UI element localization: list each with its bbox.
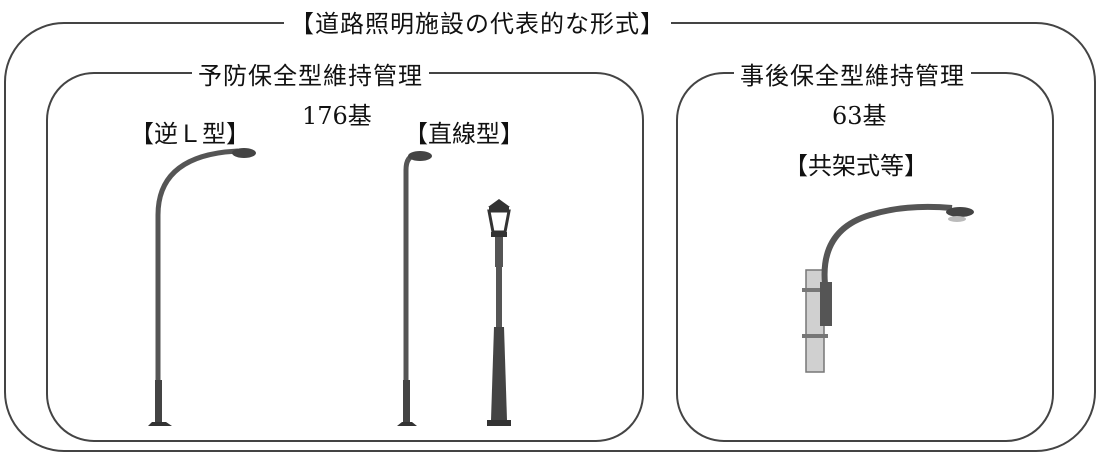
shared-mount-streetlight-icon <box>802 203 974 373</box>
straight-streetlight-icon <box>397 151 432 426</box>
shared-mount-type-label: 【共架式等】 <box>784 152 928 180</box>
inverted-l-streetlight-icon <box>148 148 256 426</box>
inverted-l-type-label: 【逆Ｌ型】 <box>130 120 250 148</box>
preventive-title: 予防保全型維持管理 <box>192 56 429 91</box>
lantern-streetlight-icon <box>487 199 511 426</box>
corrective-title: 事後保全型維持管理 <box>734 56 971 91</box>
preventive-count: 176基 <box>302 102 372 130</box>
straight-type-label: 【直線型】 <box>404 120 524 148</box>
main-title: 【道路照明施設の代表的な形式】 <box>284 4 671 39</box>
corrective-count: 63基 <box>832 102 887 130</box>
